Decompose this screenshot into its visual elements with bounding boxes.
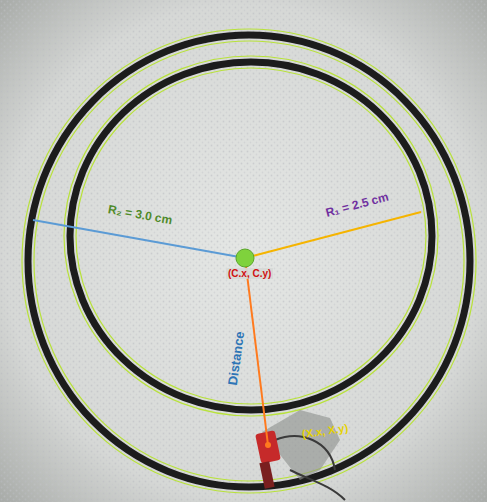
coordinate-label: (C.x, C.y) [226,268,273,279]
clip-point [265,442,271,448]
distance-label: Distance [226,330,248,386]
outer-ring [22,29,476,493]
radius-line [245,212,421,258]
coordinate-label: (X.x, X.y) [301,422,349,440]
radius-label: R₁ = 2.5 cm [324,190,390,219]
distance-line [245,258,268,445]
radius-label: R₂ = 3.0 cm [107,203,173,227]
radius-line [33,220,245,258]
center-dot [236,249,254,267]
